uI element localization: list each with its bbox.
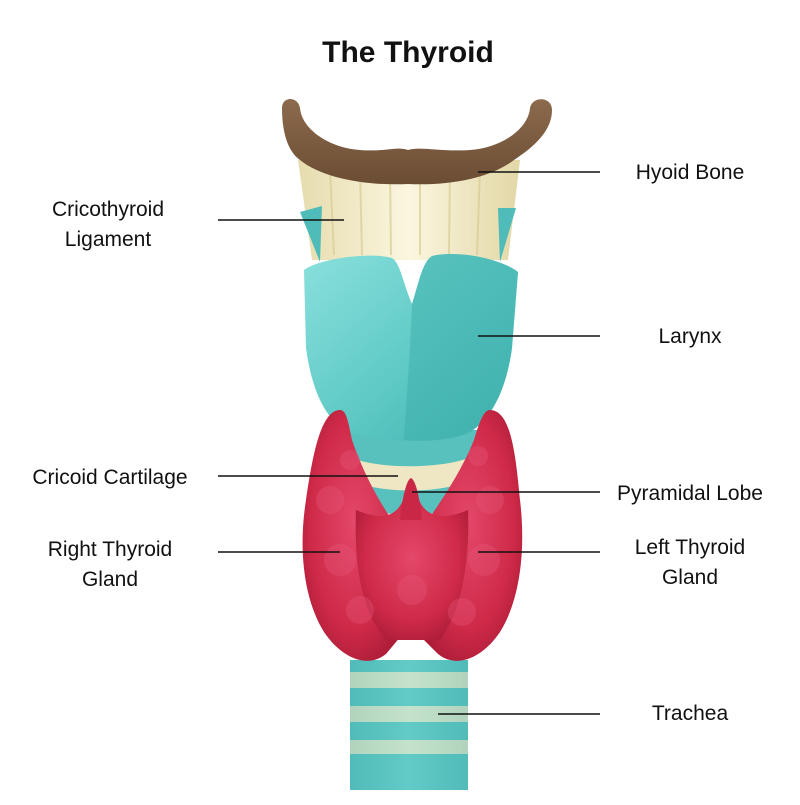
- cricothyroid-ligament: [298, 160, 520, 260]
- pyramidal-lobe: [400, 478, 422, 520]
- label-trachea: Trachea: [652, 702, 729, 725]
- thyroid-gland: [302, 410, 523, 661]
- label-hyoid-bone: Hyoid Bone: [636, 161, 745, 184]
- label-left-thyroid-gland-line1: Left Thyroid: [635, 536, 746, 559]
- label-cricothyroid-ligament-line2: Ligament: [65, 228, 152, 251]
- leader-lines: [218, 171, 600, 715]
- label-right-thyroid-gland-line1: Right Thyroid: [48, 538, 173, 561]
- label-pyramidal-lobe: Pyramidal Lobe: [617, 482, 763, 505]
- label-larynx: Larynx: [658, 325, 722, 348]
- label-cricoid-cartilage: Cricoid Cartilage: [32, 466, 187, 489]
- trachea: [350, 660, 468, 790]
- hyoid-bone: [282, 99, 552, 185]
- label-cricothyroid-ligament-line1: Cricothyroid: [52, 198, 164, 221]
- label-left-thyroid-gland-line2: Gland: [662, 566, 718, 589]
- diagram-title: The Thyroid: [322, 36, 494, 69]
- thyroid-isthmus: [355, 490, 469, 640]
- larynx: [300, 206, 518, 441]
- label-right-thyroid-gland-line2: Gland: [82, 568, 138, 591]
